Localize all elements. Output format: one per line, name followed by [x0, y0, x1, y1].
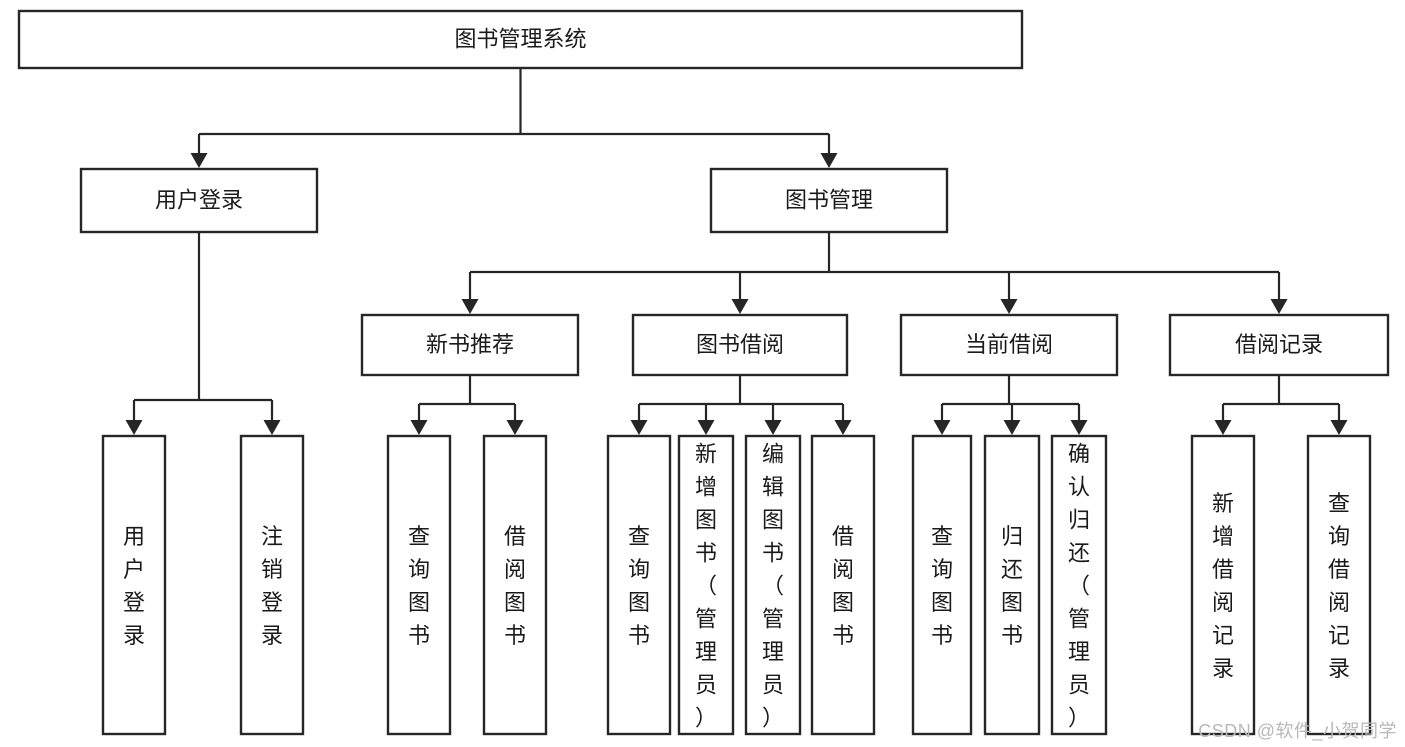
node-box-new-book-recommend	[360, 313, 580, 377]
node-leaf-user-logout[interactable]: 注销登录	[239, 434, 305, 736]
node-label-leaf-query-record: 查询借阅记录	[1328, 491, 1350, 681]
node-book-borrow[interactable]: 图书借阅	[631, 313, 849, 377]
node-leaf-query-book-2[interactable]: 查询图书	[606, 434, 672, 736]
node-leaf-user-login[interactable]: 用户登录	[101, 434, 167, 736]
node-leaf-borrow-book-1[interactable]: 借阅图书	[482, 434, 548, 736]
arrow-head-icon	[764, 420, 782, 435]
node-box-user-login	[79, 167, 319, 234]
node-box-borrow-record	[1168, 313, 1390, 377]
node-label-book-manage: 图书管理	[785, 187, 873, 212]
node-label-leaf-add-book: 新增图书（管理员）	[695, 442, 717, 731]
node-box-leaf-user-logout	[239, 434, 305, 736]
node-label-book-borrow: 图书借阅	[696, 332, 784, 357]
arrow-head-icon	[1000, 299, 1018, 314]
node-label-leaf-confirm-return: 确认归还（管理员）	[1068, 442, 1090, 731]
node-box-leaf-query-book-3	[911, 434, 973, 736]
arrow-head-icon	[933, 420, 951, 435]
node-leaf-query-book-1[interactable]: 查询图书	[386, 434, 452, 736]
node-label-leaf-edit-book: 编辑图书（管理员）	[762, 442, 784, 731]
node-label-leaf-add-record: 新增借阅记录	[1212, 491, 1234, 681]
node-label-root: 图书管理系统	[454, 26, 586, 51]
node-box-leaf-query-record	[1306, 434, 1372, 736]
arrow-head-icon	[506, 420, 524, 435]
arrow-head-icon	[1070, 420, 1088, 435]
node-label-leaf-borrow-book-1: 借阅图书	[504, 524, 526, 648]
arrow-head-icon	[1003, 420, 1021, 435]
node-box-book-borrow	[631, 313, 849, 377]
node-box-leaf-return-book	[983, 434, 1041, 736]
arrow-head-icon	[731, 299, 749, 314]
node-book-manage[interactable]: 图书管理	[709, 167, 949, 234]
connector-layer	[125, 68, 1348, 435]
arrow-head-icon	[820, 153, 838, 168]
node-label-borrow-record: 借阅记录	[1235, 332, 1323, 357]
node-box-leaf-borrow-book-2	[810, 434, 876, 736]
node-label-leaf-query-book-3: 查询图书	[931, 524, 953, 648]
arrow-head-icon	[263, 420, 281, 435]
node-box-leaf-borrow-book-1	[482, 434, 548, 736]
arrow-head-icon	[461, 299, 479, 314]
node-box-leaf-add-book	[677, 434, 735, 736]
node-label-leaf-user-logout: 注销登录	[261, 524, 283, 648]
node-box-current-borrow	[899, 313, 1119, 377]
node-root[interactable]: 图书管理系统	[17, 9, 1024, 70]
arrow-head-icon	[630, 420, 648, 435]
arrow-head-icon	[410, 420, 428, 435]
node-leaf-borrow-book-2[interactable]: 借阅图书	[810, 434, 876, 736]
node-label-leaf-user-login: 用户登录	[123, 524, 145, 648]
arrow-head-icon	[125, 420, 143, 435]
arrow-head-icon	[1214, 420, 1232, 435]
node-leaf-query-record[interactable]: 查询借阅记录	[1306, 434, 1372, 736]
node-borrow-record[interactable]: 借阅记录	[1168, 313, 1390, 377]
node-box-leaf-query-book-1	[386, 434, 452, 736]
node-box-leaf-add-record	[1190, 434, 1256, 736]
node-box-leaf-user-login	[101, 434, 167, 736]
node-label-leaf-return-book: 归还图书	[1001, 524, 1023, 648]
node-box-root	[17, 9, 1024, 70]
node-leaf-add-book[interactable]: 新增图书（管理员）	[677, 434, 735, 736]
node-label-leaf-query-book-2: 查询图书	[628, 524, 650, 648]
node-box-leaf-edit-book	[744, 434, 802, 736]
node-label-leaf-borrow-book-2: 借阅图书	[832, 524, 854, 648]
arrow-head-icon	[834, 420, 852, 435]
node-leaf-confirm-return[interactable]: 确认归还（管理员）	[1050, 434, 1108, 736]
arrow-head-icon	[697, 420, 715, 435]
node-box-leaf-query-book-2	[606, 434, 672, 736]
node-label-user-login: 用户登录	[155, 187, 243, 212]
node-box-book-manage	[709, 167, 949, 234]
arrow-head-icon	[190, 153, 208, 168]
arrow-head-icon	[1330, 420, 1348, 435]
node-leaf-query-book-3[interactable]: 查询图书	[911, 434, 973, 736]
node-new-book-recommend[interactable]: 新书推荐	[360, 313, 580, 377]
node-label-leaf-query-book-1: 查询图书	[408, 524, 430, 648]
node-leaf-edit-book[interactable]: 编辑图书（管理员）	[744, 434, 802, 736]
node-user-login[interactable]: 用户登录	[79, 167, 319, 234]
node-leaf-add-record[interactable]: 新增借阅记录	[1190, 434, 1256, 736]
node-label-new-book-recommend: 新书推荐	[426, 332, 514, 357]
arrow-head-icon	[1270, 299, 1288, 314]
node-current-borrow[interactable]: 当前借阅	[899, 313, 1119, 377]
node-box-leaf-confirm-return	[1050, 434, 1108, 736]
node-layer: 图书管理系统用户登录图书管理新书推荐图书借阅当前借阅借阅记录用户登录注销登录查询…	[17, 9, 1390, 736]
node-leaf-return-book[interactable]: 归还图书	[983, 434, 1041, 736]
node-label-current-borrow: 当前借阅	[965, 332, 1053, 357]
